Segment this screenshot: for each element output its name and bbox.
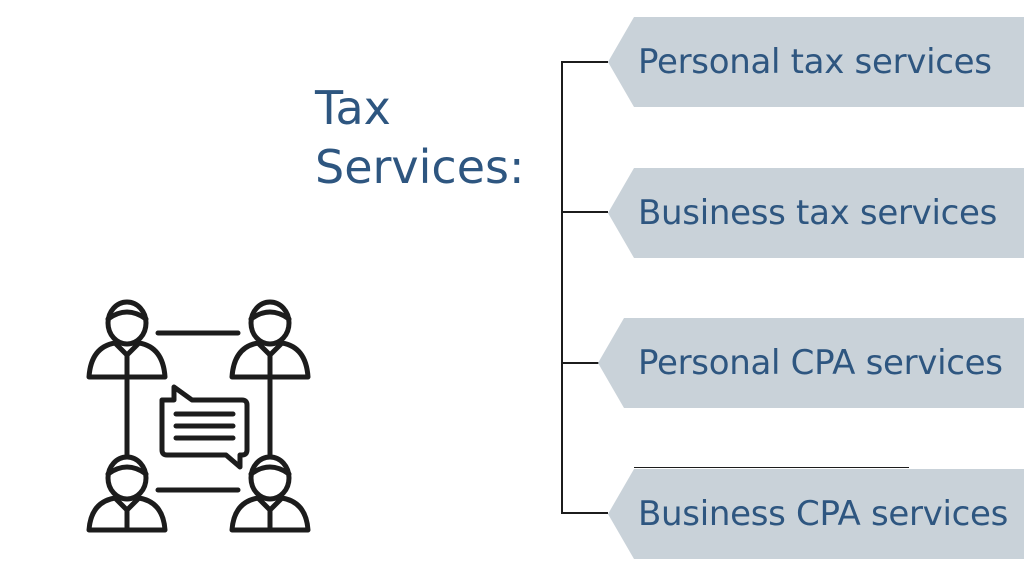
service-label: Personal CPA services xyxy=(638,343,1003,383)
tag-shape xyxy=(608,469,1024,559)
service-item-personal-tax: Personal tax services xyxy=(598,17,1024,107)
service-label: Personal tax services xyxy=(638,42,992,82)
team-network-chat-icon xyxy=(86,299,311,533)
service-item-business-cpa: Business CPA services xyxy=(598,469,1024,559)
service-item-business-tax: Business tax services xyxy=(598,168,1024,258)
service-item-personal-cpa: Personal CPA services xyxy=(598,318,1024,408)
tag-shape xyxy=(608,168,1024,258)
divider-rule xyxy=(634,467,909,468)
service-label: Business tax services xyxy=(638,193,998,233)
tag-shape xyxy=(598,318,1024,408)
service-label: Business CPA services xyxy=(638,494,1009,534)
tag-shape xyxy=(608,17,1024,107)
title-line-2: Services: xyxy=(315,140,525,194)
title-line-1: Tax xyxy=(315,81,391,135)
